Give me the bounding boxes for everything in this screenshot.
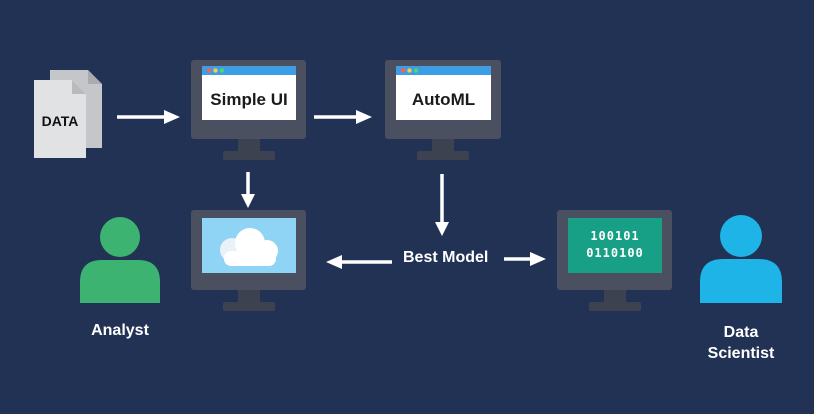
automl-monitor xyxy=(385,60,501,160)
arrow-best-model-right xyxy=(504,252,546,266)
data-scientist-label-line2: Scientist xyxy=(707,345,775,362)
data-scientist-label-line1: Data xyxy=(723,324,759,341)
arrow-best-model-left xyxy=(326,255,392,269)
simple-ui-label: Simple UI xyxy=(210,90,288,109)
automl-label: AutoML xyxy=(411,90,476,109)
best-model-label: Best Model xyxy=(403,249,489,266)
arrow-data-to-simple-ui xyxy=(117,110,180,124)
binary-row-1: 100101 xyxy=(590,229,640,243)
arrow-simple-ui-down xyxy=(241,172,255,208)
binary-row-2: 0110100 xyxy=(586,246,644,260)
analyst-person-icon xyxy=(80,217,160,303)
simple-ui-monitor xyxy=(191,60,306,160)
cloud-monitor xyxy=(191,210,306,311)
document-icon xyxy=(34,70,102,158)
binary-code-icon: 100101 0110100 xyxy=(568,228,662,262)
cloud-icon xyxy=(220,228,278,266)
data-scientist-person-icon xyxy=(700,215,782,303)
data-scientist-label: Data Scientist xyxy=(696,322,786,364)
binary-monitor xyxy=(557,210,672,311)
document-label: DATA xyxy=(41,113,79,129)
analyst-label: Analyst xyxy=(91,322,149,339)
arrow-automl-down xyxy=(435,174,449,236)
arrow-simple-ui-to-automl xyxy=(314,110,372,124)
